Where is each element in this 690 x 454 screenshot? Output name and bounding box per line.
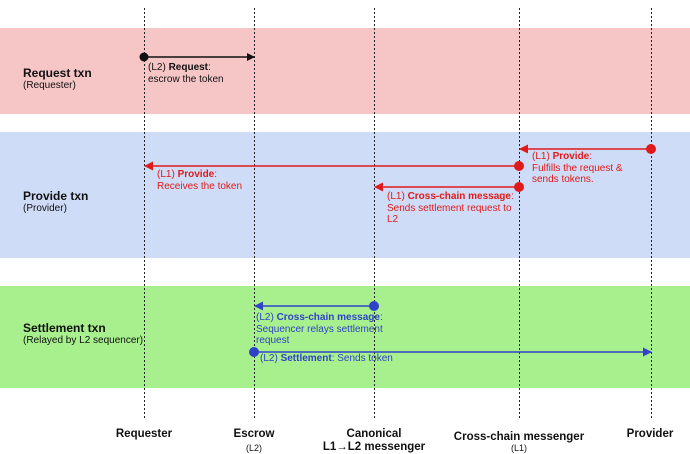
actor-canonical-line1: Canonical [346, 428, 402, 440]
provider-provide-origin [646, 144, 656, 154]
settlement-txn-band [0, 286, 690, 388]
actor-crosschain-sub: (L1) [510, 443, 527, 453]
request-arrow-origin [139, 52, 149, 62]
settlement-txn-subtitle: (Relayed by L2 sequencer) [23, 335, 144, 346]
actor-escrow: Escrow [233, 428, 275, 440]
provide-txn-title: Provide txn [23, 189, 89, 203]
actor-provider: Provider [626, 428, 674, 440]
actor-escrow-sub: (L2) [245, 443, 262, 453]
l1-cross-chain-label: (L1) Cross-chain message: Sends settleme… [387, 191, 514, 225]
provide-txn-subtitle: (Provider) [23, 203, 67, 214]
settlement-label: (L2) Settlement: Sends token [260, 353, 393, 364]
provide-txn-band [0, 132, 690, 258]
request-txn-band [0, 28, 690, 114]
l1-cross-chain-origin [514, 182, 524, 192]
actor-canonical-line2: L1→L2 messenger [322, 441, 426, 453]
l2-cross-chain-origin [369, 301, 379, 311]
request-txn-subtitle: (Requester) [23, 80, 76, 91]
provide-to-requester-origin [514, 161, 524, 171]
provide-to-requester-label: (L1) Provide: Receives the token [157, 169, 243, 192]
request-txn-title: Request txn [23, 66, 92, 80]
request-label: (L2) Request: escrow the token [148, 62, 224, 85]
settlement-origin [249, 347, 259, 357]
actor-requester: Requester [115, 428, 173, 440]
settlement-txn-title: Settlement txn [23, 321, 106, 335]
actor-crosschain: Cross-chain messenger [453, 431, 585, 443]
l2-cross-chain-label: (L2) Cross-chain message: Sequencer rela… [256, 312, 383, 346]
provider-provide-label: (L1) Provide: Fulfills the request & sen… [532, 151, 623, 185]
